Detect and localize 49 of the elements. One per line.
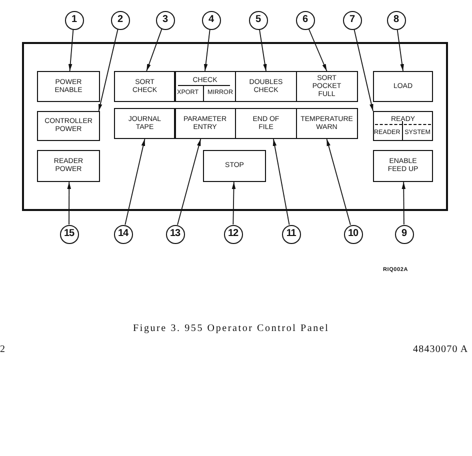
indicator-box — [203, 150, 266, 182]
callout-number: 8 — [386, 10, 406, 30]
indicator-box — [114, 108, 176, 139]
indicator-box — [373, 71, 433, 102]
leader-arrow — [67, 182, 71, 225]
callout-number: 9 — [394, 224, 414, 244]
callout-number: 11 — [282, 224, 300, 244]
leader-arrow — [396, 28, 404, 72]
callout-number: 1 — [64, 10, 84, 30]
indicator-box — [114, 71, 176, 102]
callout-number: 2 — [110, 10, 130, 30]
callout-number: 7 — [342, 10, 362, 30]
indicator-box — [373, 150, 433, 182]
leader-arrow — [124, 138, 146, 226]
indicator-box — [235, 108, 297, 139]
figure-caption: Figure 3. 955 Operator Control Panel — [133, 323, 330, 335]
callout-number: 4 — [202, 10, 220, 30]
leader-arrow — [177, 138, 202, 226]
leader-arrow — [354, 28, 374, 112]
leader-arrow — [98, 28, 118, 112]
callout-number: 12 — [224, 224, 242, 244]
indicator-box — [37, 150, 100, 182]
callout-number: 6 — [296, 10, 314, 30]
callout-number: 14 — [114, 224, 132, 244]
callout-number: 5 — [248, 10, 268, 30]
indicator-box — [37, 111, 100, 141]
leader-arrow — [308, 28, 328, 72]
indicator-box — [174, 71, 236, 102]
indicator-box — [296, 108, 358, 139]
callout-number: 13 — [166, 224, 184, 244]
callout-number: 10 — [344, 224, 362, 244]
leader-arrow — [272, 138, 290, 226]
leader-arrow — [232, 182, 236, 225]
leader-arrow — [204, 28, 210, 72]
callout-number: 15 — [60, 224, 78, 244]
callout-number: 3 — [156, 10, 174, 30]
document-number: 48430070 A — [413, 344, 468, 356]
indicator-box — [296, 71, 358, 102]
leader-arrow — [68, 29, 74, 72]
leader-arrow — [259, 28, 267, 72]
indicator-box — [37, 71, 100, 102]
leader-arrow — [326, 138, 351, 226]
leader-arrow — [402, 182, 406, 225]
control-panel-frame — [22, 42, 448, 211]
leader-arrow — [146, 28, 162, 72]
indicator-box — [174, 108, 236, 139]
indicator-box — [235, 71, 297, 102]
indicator-box — [373, 111, 433, 141]
page-number: 2 — [0, 344, 5, 356]
